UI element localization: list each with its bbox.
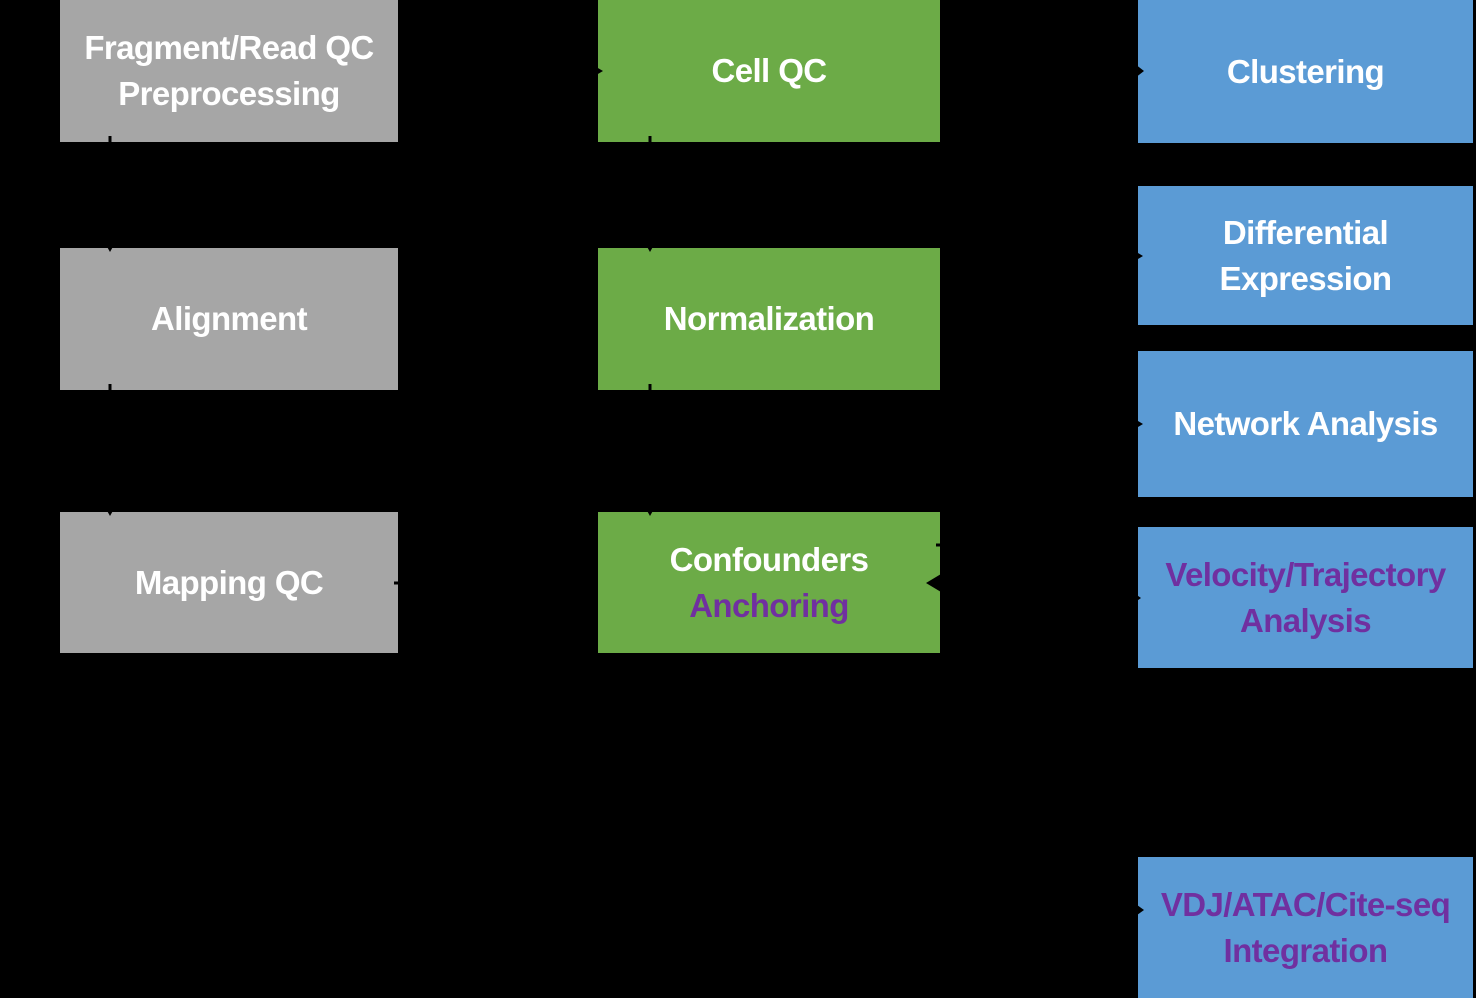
box-label-line: Preprocessing (118, 75, 340, 112)
box-confounders-anchoring: Confounders Anchoring (598, 512, 940, 653)
arrow-fragment-to-alignment (101, 136, 119, 252)
box-label-line: Network Analysis (1173, 405, 1438, 443)
arrow-vdj-to-confounders-anchoring (926, 571, 1138, 932)
arrow-alignment-to-mapping (101, 384, 119, 516)
box-clustering: Clustering (1138, 0, 1473, 143)
box-normalization: Normalization (598, 248, 940, 390)
box-label-line: VDJ/ATAC/Cite-seq (1160, 885, 1451, 923)
arrow-branch-to-network-analysis (1085, 415, 1143, 433)
box-label-line: Velocity/Trajectory (1165, 555, 1446, 593)
arrow-branch-to-clustering (1085, 57, 1144, 85)
arrow-cellqc-to-normalization (641, 136, 659, 252)
box-label-line: Normalization (663, 300, 875, 338)
box-alignment: Alignment (60, 248, 398, 390)
box-label-line-anchoring: Anchoring (689, 586, 849, 624)
arrow-normalization-to-confounders (641, 384, 659, 516)
box-label-line: Cell QC (711, 52, 828, 90)
arrow-confounders-to-blue-trunk (936, 71, 1087, 910)
box-label-line: Confounders (669, 540, 869, 578)
box-label-line: Alignment (151, 300, 308, 338)
box-velocity-trajectory-analysis: Velocity/Trajectory Analysis (1138, 527, 1473, 668)
arrow-mapping-to-cellqc (394, 61, 603, 585)
arrow-branch-to-velocity-trajectory (1085, 589, 1141, 607)
box-fragment-read-qc-preprocessing: Fragment/Read QC Preprocessing (60, 0, 398, 142)
box-mapping-qc: Mapping QC (60, 512, 398, 653)
box-cell-qc: Cell QC (598, 0, 940, 142)
arrow-branch-to-differential-expression (1085, 247, 1143, 265)
box-label-line: Expression (1219, 259, 1393, 297)
box-label-line: Fragment/Read QC (84, 29, 374, 67)
box-network-analysis: Network Analysis (1138, 351, 1473, 497)
box-vdj-atac-citeseq-integration: VDJ/ATAC/Cite-seq Integration (1138, 857, 1473, 998)
box-label-line: Differential (1222, 213, 1389, 251)
arrow-branch-to-vdj-integration (1085, 897, 1144, 923)
box-differential-expression: Differential Expression (1138, 186, 1473, 325)
box-label-line: Integration (1223, 931, 1389, 969)
box-label-line: Clustering (1226, 52, 1385, 90)
box-label-line: Analysis (1240, 601, 1372, 639)
box-label-line: Mapping QC (134, 563, 324, 601)
